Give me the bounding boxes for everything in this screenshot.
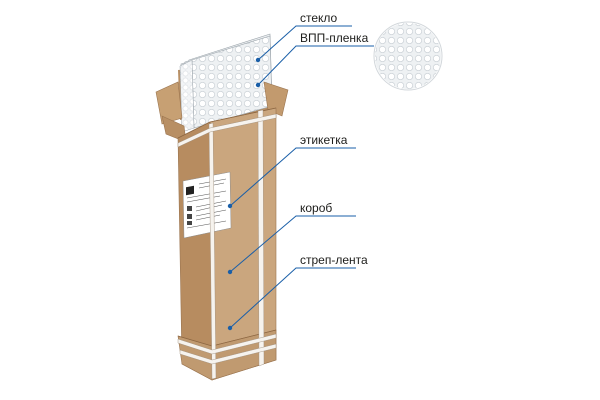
strap-horizontal-lower [179,343,277,365]
callout-film-label: ВПП-пленка [300,31,369,45]
callout-label-sticker: этикетка [227,133,356,209]
strap-vertical-left [208,122,217,380]
callout-glass: стекло [255,11,352,63]
label-icons [187,206,192,225]
strap-bands [177,109,277,380]
callout-glass-label: стекло [300,11,338,25]
strap-horizontal-top [177,113,277,148]
callout-box-label: короб [300,201,332,215]
callout-box: короб [227,201,356,275]
shipping-label [182,171,232,239]
carton-flap-left [155,81,183,125]
callout-strap: стреп-лента [227,253,368,331]
bubble-film-edge [179,59,195,133]
carton-flap-right [263,81,289,117]
callouts: стекло ВПП-пленка этикетка короб стреп-л… [227,11,374,331]
callout-strap-label: стреп-лента [300,253,368,267]
bubble-film-magnifier [373,21,443,91]
strap-horizontal-bottom [177,333,277,355]
callout-sticker-label: этикетка [300,133,348,147]
strap-vertical-right [257,109,265,367]
callout-film: ВПП-пленка [255,31,374,88]
